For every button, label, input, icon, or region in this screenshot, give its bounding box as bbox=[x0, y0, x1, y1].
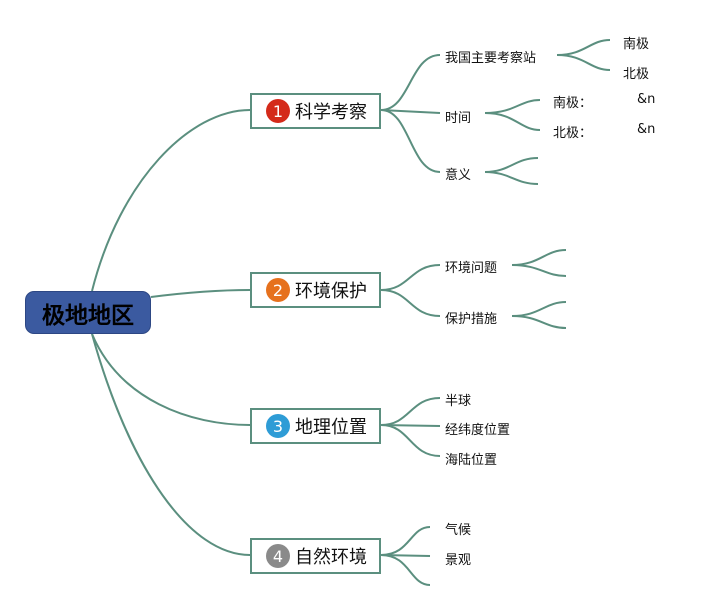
connector-science-meaning bbox=[380, 109, 441, 173]
connector-root-protection bbox=[150, 289, 251, 298]
leaf-latlon[interactable]: 经纬度位置 bbox=[445, 423, 511, 438]
branch-science-label: 科学考察 bbox=[295, 102, 367, 123]
connector-measures-1 bbox=[511, 301, 567, 317]
connector-root-science bbox=[91, 109, 251, 292]
branch-protection[interactable]: 2 环境保护 bbox=[250, 272, 381, 308]
connector-location-landsea bbox=[380, 424, 441, 457]
connector-root-natural bbox=[91, 333, 251, 556]
leaf-climate[interactable]: 气候 bbox=[445, 523, 472, 538]
leaf-land-sea[interactable]: 海陆位置 bbox=[445, 453, 498, 468]
connector-natural-empty bbox=[380, 554, 431, 586]
connector-root-location bbox=[91, 333, 251, 426]
root-node[interactable]: 极地地区 bbox=[25, 291, 151, 334]
connector-location-latlon bbox=[380, 424, 441, 427]
leaf-stations-south[interactable]: 南极 bbox=[623, 37, 650, 52]
root-label: 极地地区 bbox=[42, 302, 134, 329]
badge-3: 3 bbox=[266, 414, 290, 438]
connector-problems-1 bbox=[511, 249, 567, 266]
connector-problems-2 bbox=[511, 264, 567, 277]
connector-science-stations bbox=[380, 54, 441, 111]
connector-meaning-1 bbox=[484, 157, 539, 173]
branch-location-label: 地理位置 bbox=[295, 417, 367, 438]
badge-1: 1 bbox=[266, 99, 290, 123]
leaf-measures[interactable]: 保护措施 bbox=[445, 312, 498, 327]
badge-4: 4 bbox=[266, 544, 290, 568]
connector-meaning-2 bbox=[484, 171, 539, 185]
badge-2: 2 bbox=[266, 278, 290, 302]
connector-stations-north bbox=[556, 54, 611, 71]
connector-protection-problems bbox=[380, 264, 441, 291]
branch-location[interactable]: 3 地理位置 bbox=[250, 408, 381, 444]
leaf-time[interactable]: 时间 bbox=[445, 111, 472, 126]
connector-stations-south bbox=[556, 39, 611, 56]
leaf-landscape[interactable]: 景观 bbox=[445, 553, 472, 568]
branch-natural-label: 自然环境 bbox=[295, 547, 367, 568]
leaf-time-south[interactable]: 南极： bbox=[553, 96, 593, 111]
leaf-time-north[interactable]: 北极： bbox=[553, 126, 593, 141]
leaf-time-south-value: &n bbox=[637, 92, 656, 107]
connector-science-time bbox=[380, 109, 441, 114]
branch-natural[interactable]: 4 自然环境 bbox=[250, 538, 381, 574]
connector-natural-climate bbox=[380, 526, 431, 556]
leaf-problems[interactable]: 环境问题 bbox=[445, 261, 498, 276]
connector-protection-measures bbox=[380, 289, 441, 317]
connector-measures-2 bbox=[511, 315, 567, 329]
leaf-hemisphere[interactable]: 半球 bbox=[445, 394, 472, 409]
connector-time-south bbox=[484, 99, 541, 114]
leaf-stations-north[interactable]: 北极 bbox=[623, 67, 650, 82]
leaf-stations[interactable]: 我国主要考察站 bbox=[445, 51, 537, 66]
leaf-meaning[interactable]: 意义 bbox=[445, 168, 472, 183]
connector-location-hemisphere bbox=[380, 397, 441, 426]
connector-time-north bbox=[484, 112, 541, 131]
leaf-time-north-value: &n bbox=[637, 122, 656, 137]
branch-science[interactable]: 1 科学考察 bbox=[250, 93, 381, 129]
branch-protection-label: 环境保护 bbox=[295, 281, 367, 302]
